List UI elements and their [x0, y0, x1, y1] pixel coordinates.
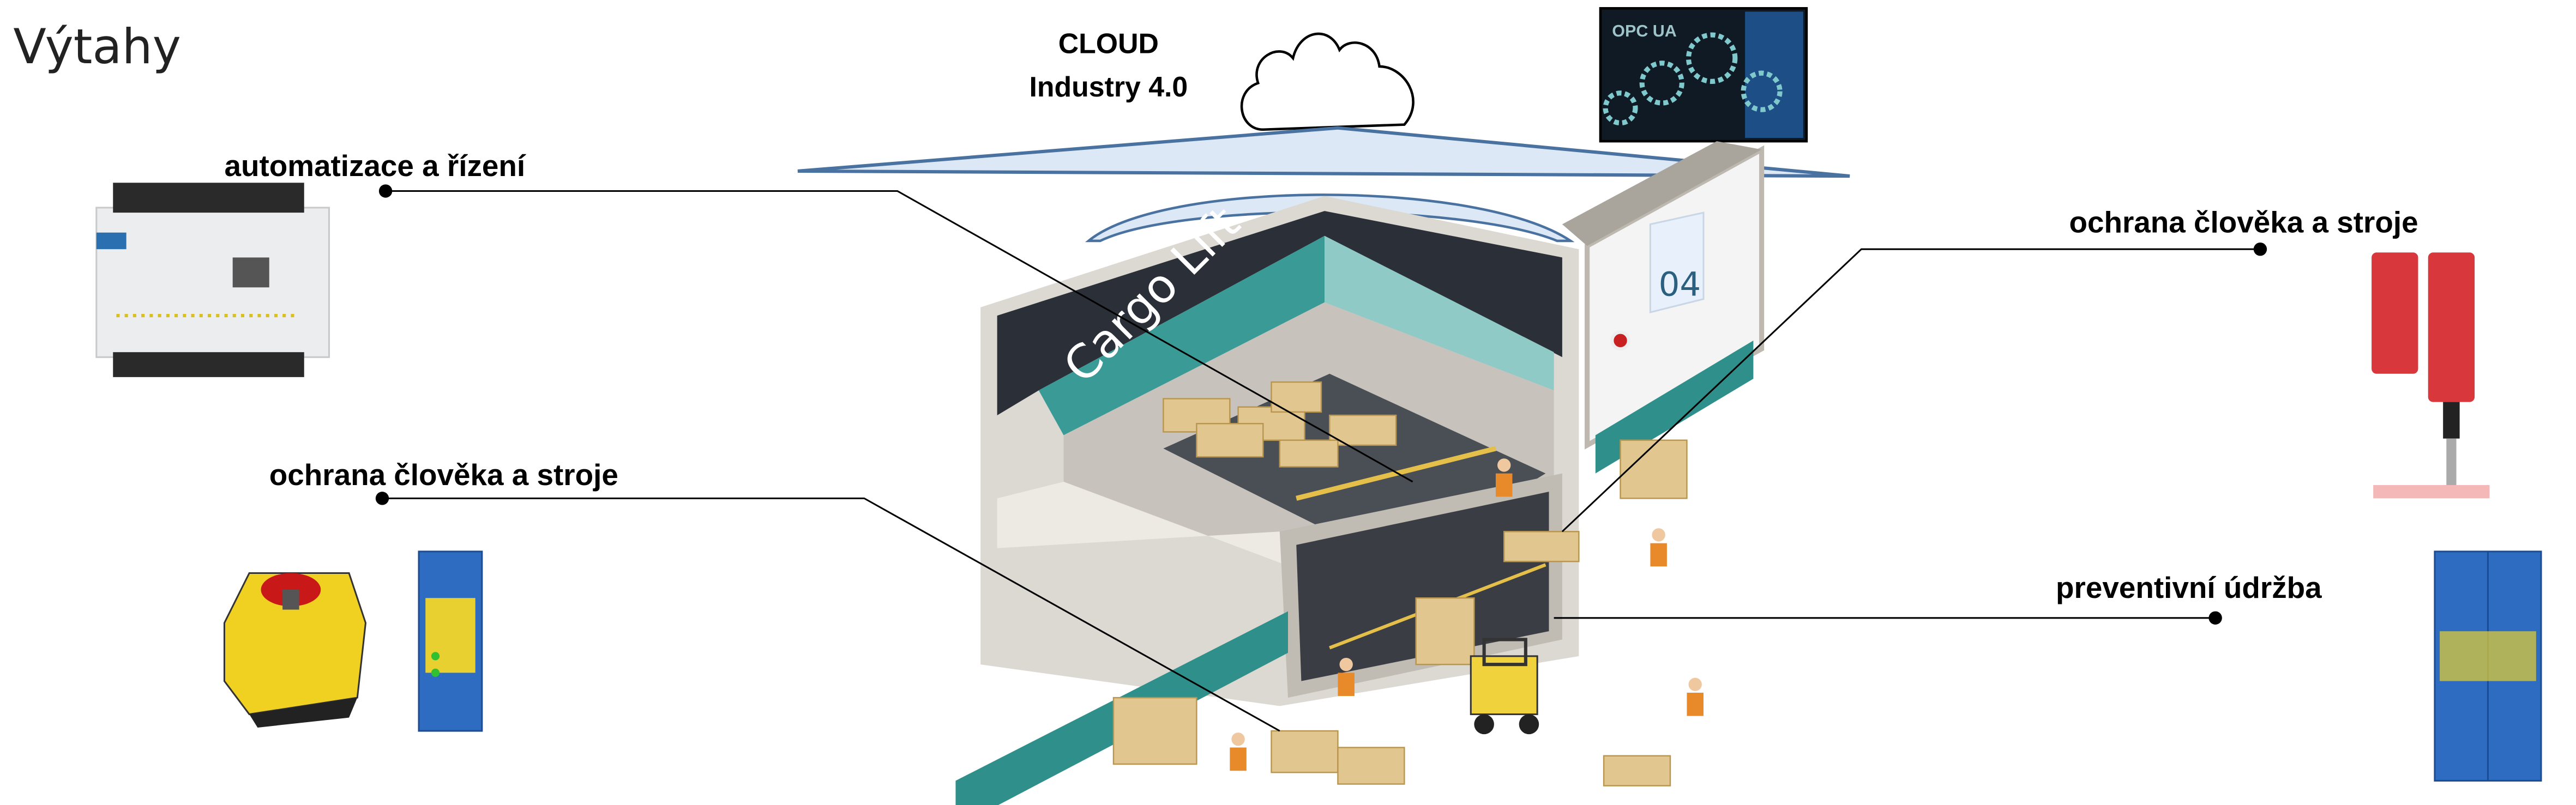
roof-arc — [1085, 193, 1575, 243]
monitoring-relay-image — [2434, 550, 2542, 782]
magnetic-safety-switch-image — [2372, 252, 2490, 499]
callout-dot — [2208, 611, 2222, 625]
safety-relay-image — [418, 550, 483, 732]
callout-lines — [382, 190, 2260, 732]
opc-ua-badge: OPC UA — [1612, 22, 1676, 40]
door-number: 04 — [1659, 265, 1701, 304]
callout-dot — [375, 492, 389, 505]
callout-dot — [2253, 243, 2267, 256]
plc-controller-image — [95, 183, 330, 377]
callout-label-automation: automatizace a řízení — [224, 149, 526, 183]
emergency-stop-image — [223, 572, 367, 728]
callout-label-safety-left: ochrana člověka a stroje — [269, 458, 618, 492]
industry-label: Industry 4.0 — [1029, 71, 1188, 102]
cloud-label: CLOUD — [1058, 28, 1159, 59]
callout-label-maintenance: preventivní údržba — [2056, 571, 2322, 604]
callout-label-safety-right: ochrana člověka a stroje — [2069, 205, 2418, 239]
page-title: Výtahy — [13, 19, 181, 75]
warehouse-illustration: 04 Cargo Lift — [955, 141, 1765, 805]
cloud-icon — [1240, 32, 1415, 131]
roof-shape — [797, 126, 1850, 178]
opc-ua-image: OPC UA — [1599, 7, 1808, 143]
callout-dot — [378, 184, 393, 198]
